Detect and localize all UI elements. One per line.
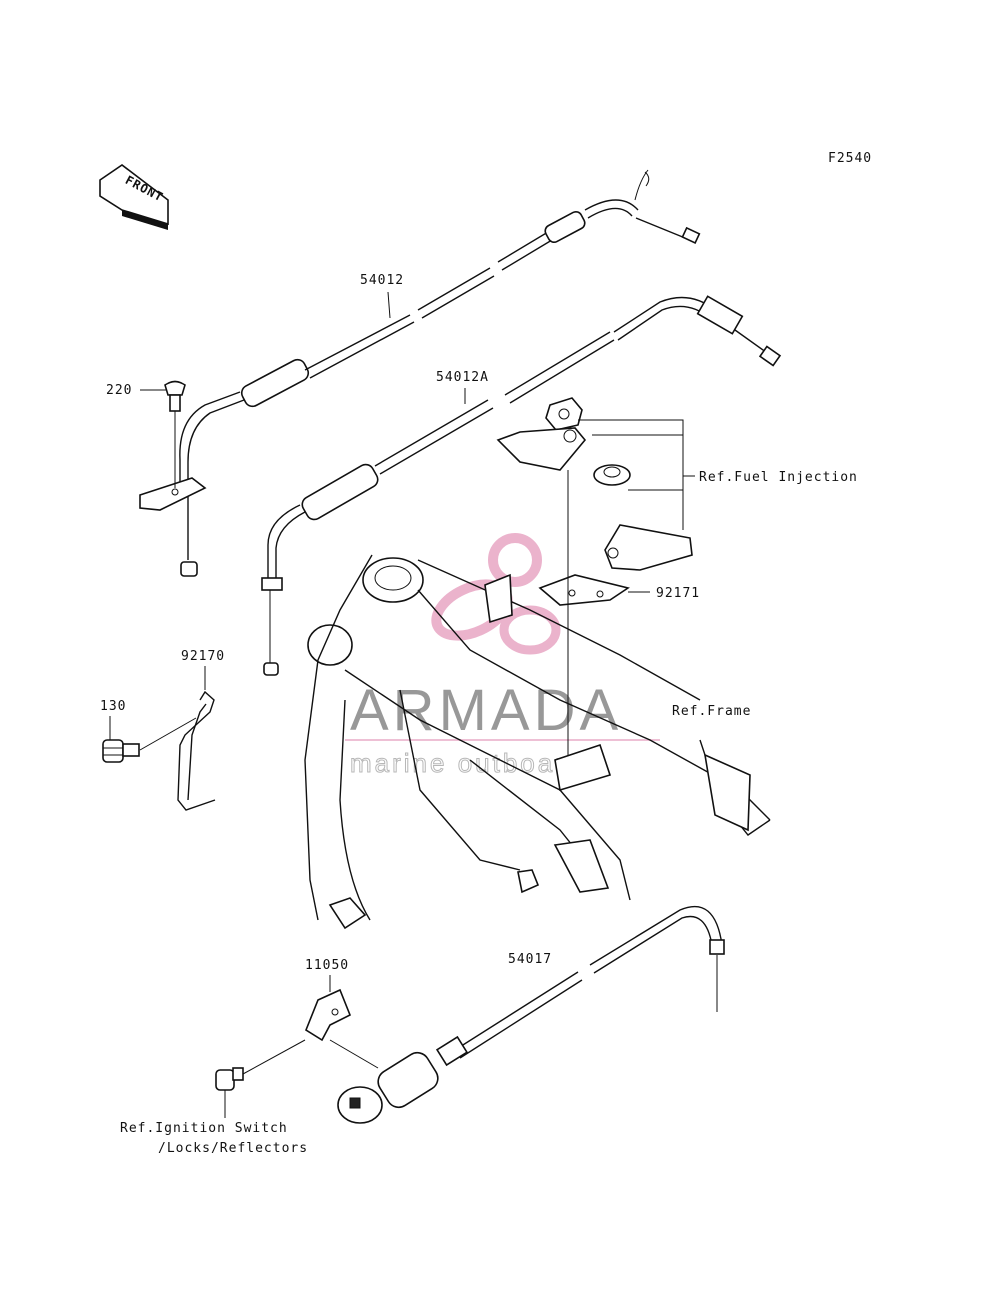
throttle-cable-54012 [179, 169, 701, 577]
bracket-92171 [538, 470, 630, 760]
watermark-title: ARMADA [350, 678, 622, 743]
label-ref-frame: Ref.Frame [672, 704, 751, 719]
frame [304, 554, 771, 930]
label-ref-locks-reflectors: /Locks/Reflectors [158, 1141, 308, 1156]
label-54012A: 54012A [436, 370, 489, 385]
label-92171: 92171 [656, 586, 700, 601]
choke-cable-54017 [337, 905, 725, 1124]
bracket-220 [139, 380, 207, 511]
throttle-cable-54012A [261, 295, 782, 676]
front-arrow-icon: FRONT [99, 164, 169, 230]
leader-lines [109, 291, 695, 1118]
screw-icon [215, 1039, 306, 1091]
fuel-injection-parts [496, 397, 693, 571]
bolt-130-icon [102, 717, 197, 763]
label-11050: 11050 [305, 958, 349, 973]
label-54017: 54017 [508, 952, 552, 967]
label-ref-ignition-switch: Ref.Ignition Switch [120, 1121, 288, 1136]
bracket-92170 [177, 690, 216, 811]
label-220: 220 [106, 383, 132, 398]
label-92170: 92170 [181, 649, 225, 664]
knob-bracket-11050 [305, 988, 352, 1042]
label-ref-fuel-injection: Ref.Fuel Injection [699, 470, 858, 485]
figure-code: F2540 [828, 151, 872, 166]
label-130: 130 [100, 699, 126, 714]
label-54012: 54012 [360, 273, 404, 288]
